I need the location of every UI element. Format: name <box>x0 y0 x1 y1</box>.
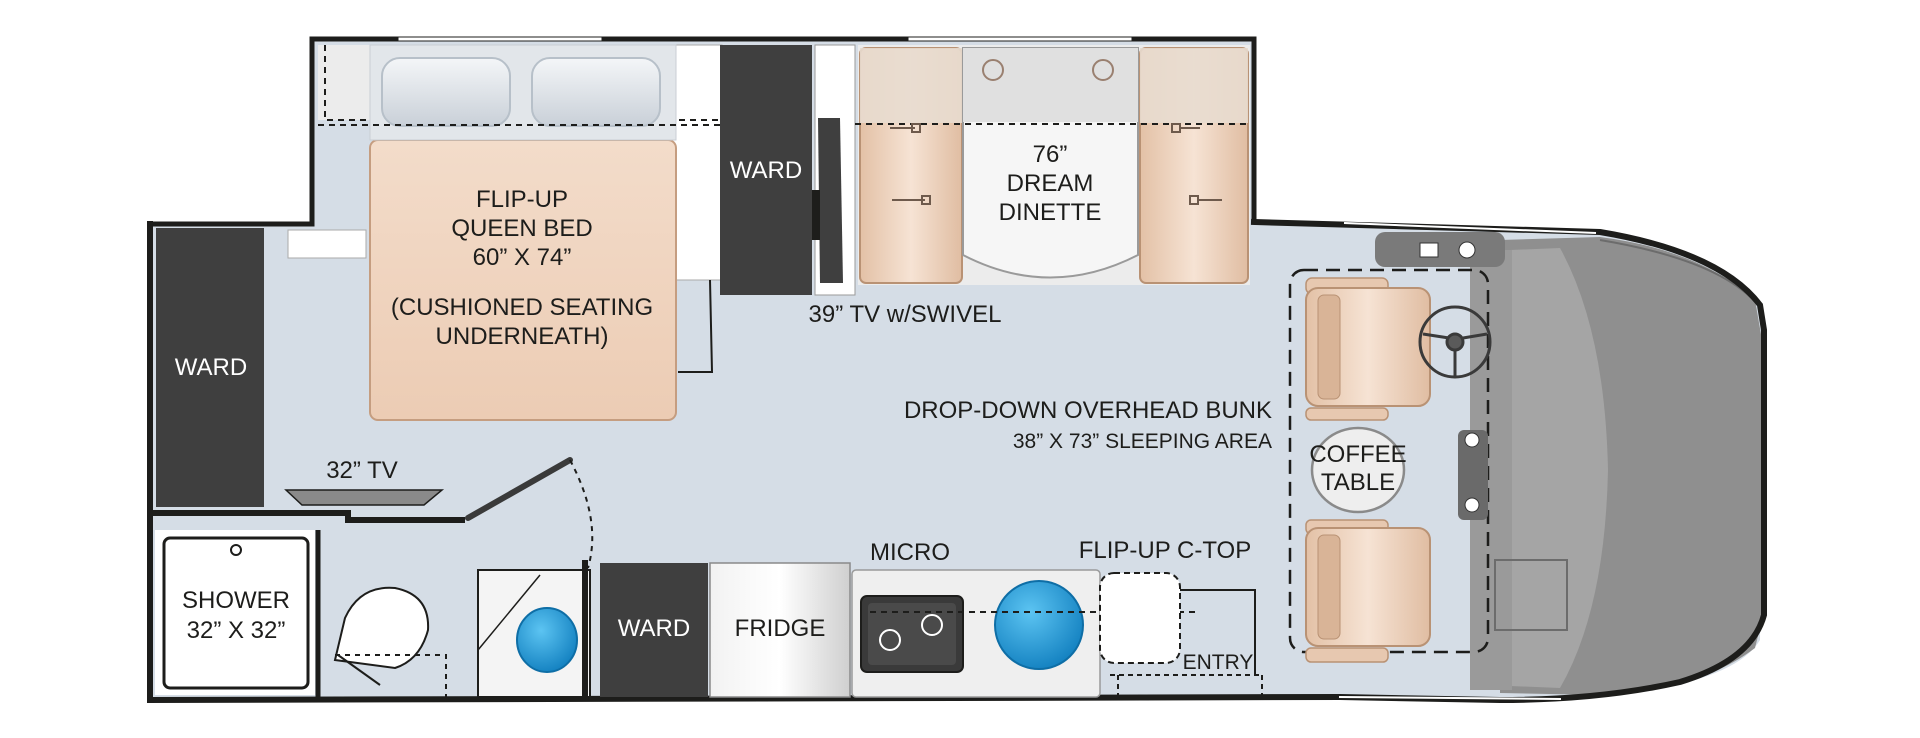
ward-left-label: WARD <box>175 354 247 381</box>
ward-bottom-label: WARD <box>618 615 690 642</box>
bed-label-1: FLIP-UP <box>476 186 568 213</box>
coffee-table: COFFEE TABLE <box>1309 426 1407 514</box>
fridge-label: FRIDGE <box>735 615 826 642</box>
bed-label-3: 60” X 74” <box>473 244 572 271</box>
micro-label: MICRO <box>870 539 950 566</box>
drain-icon <box>230 544 242 556</box>
bed-label-2: QUEEN BED <box>451 215 592 242</box>
bunk-label-1: DROP-DOWN OVERHEAD BUNK <box>904 397 1272 424</box>
dream-dinette: 76” DREAM DINETTE <box>855 45 1250 285</box>
shower-label-2: 32” X 32” <box>187 617 286 644</box>
pillow-icon <box>531 57 661 127</box>
tv-swivel-label: 39” TV w/SWIVEL <box>809 301 1002 328</box>
fridge <box>709 562 851 698</box>
coffee-label-1: COFFEE <box>1309 441 1406 468</box>
wardrobe-left: WARD <box>156 228 264 507</box>
pillow-icon <box>381 57 511 127</box>
tv-swivel: 39” TV w/SWIVEL <box>809 44 1002 328</box>
dinette-label-2: DREAM <box>1007 170 1094 197</box>
wardrobe-top: WARD <box>720 45 812 295</box>
coffee-label-2: TABLE <box>1321 469 1395 496</box>
bath-partition <box>150 510 465 523</box>
cab <box>1470 237 1762 695</box>
tv-32: 32” TV <box>284 457 445 506</box>
bath-sink-icon <box>516 607 578 673</box>
steering-wheel-icon <box>1418 305 1492 379</box>
bed-label-5: UNDERNEATH) <box>436 323 609 350</box>
shower-label-1: SHOWER <box>182 587 290 614</box>
bathroom: SHOWER 32” X 32” <box>155 530 591 698</box>
dashboard-controls <box>1375 232 1505 520</box>
queen-bed <box>369 139 677 421</box>
flipup-label: FLIP-UP C-TOP <box>1079 537 1251 564</box>
passenger-seat <box>1305 519 1431 663</box>
bunk-label-2: 38” X 73” SLEEPING AREA <box>1013 430 1272 453</box>
flip-up-countertop <box>1099 572 1181 664</box>
entry-label: ENTRY <box>1183 651 1254 674</box>
driver-seat <box>1305 277 1431 421</box>
bed-label-4: (CUSHIONED SEATING <box>391 294 653 321</box>
exterior-walls <box>147 36 1767 704</box>
dinette-label-1: 76” <box>1033 141 1068 168</box>
toilet-icon <box>333 586 447 697</box>
bath-door <box>465 457 573 521</box>
ward-top-label: WARD <box>730 157 802 184</box>
galley: WARD FRIDGE MICRO FLIP-UP C-TOP ENTRY <box>600 537 1263 698</box>
cooktop-icon <box>860 595 964 673</box>
tv-32-label: 32” TV <box>326 457 398 484</box>
dinette-label-3: DINETTE <box>999 199 1102 226</box>
overhead-bunk: DROP-DOWN OVERHEAD BUNK 38” X 73” SLEEPI… <box>904 268 1490 654</box>
galley-sink-icon <box>994 580 1084 670</box>
bedroom: FLIP-UP QUEEN BED 60” X 74” (CUSHIONED S… <box>287 44 723 421</box>
